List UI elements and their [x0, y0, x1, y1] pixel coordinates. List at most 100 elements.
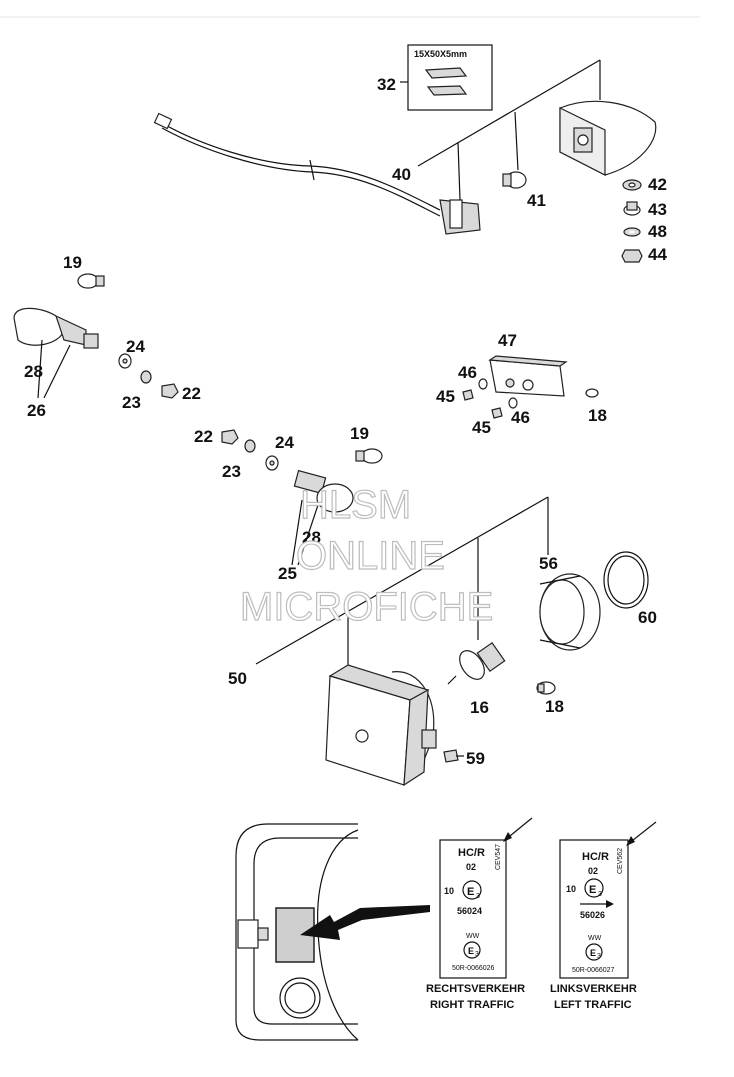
callout-19-b: 19 — [350, 424, 369, 443]
part-22-nut-b[interactable] — [221, 429, 239, 445]
part-50-headlight[interactable] — [325, 664, 437, 787]
watermark: HLSM ONLINE MICROFICHE — [239, 482, 494, 629]
callout-43: 43 — [648, 200, 667, 219]
label-left-cev: CEV562 — [617, 848, 624, 874]
part-42-rubber[interactable] — [622, 179, 642, 191]
callout-16: 16 — [470, 698, 489, 717]
label-left-e-sub: 3 — [598, 891, 602, 898]
part-60-seal-ring[interactable] — [603, 551, 649, 609]
callout-41: 41 — [527, 191, 546, 210]
part-32-pads[interactable]: 15X50X5mm — [400, 44, 493, 111]
headlight-leader-lines — [255, 496, 549, 668]
part-23-lockwasher-b[interactable] — [244, 439, 256, 453]
label-right-caption-2: RIGHT TRAFFIC — [430, 999, 514, 1011]
part-41-bulb[interactable] — [502, 171, 527, 189]
callout-26: 26 — [27, 401, 46, 420]
part-32-size-label: 15X50X5mm — [414, 49, 467, 59]
part-45-screw-a[interactable] — [462, 389, 474, 401]
callout-46-b: 46 — [511, 408, 530, 427]
label-left-caption-1: LINKSVERKEHR — [550, 983, 637, 995]
callout-22-a: 22 — [182, 384, 201, 403]
watermark-line-2: ONLINE — [296, 534, 445, 578]
label-right-10: 10 — [444, 886, 454, 896]
part-59-screw[interactable] — [443, 749, 464, 763]
part-46-washer-a[interactable] — [478, 378, 488, 390]
label-left-e2: E — [590, 948, 596, 958]
label-right-hcr: HC/R — [458, 847, 485, 859]
callout-28-b: 28 — [302, 528, 321, 547]
headlight-closeup — [235, 823, 430, 1041]
tail-light-wire-harness[interactable] — [153, 112, 481, 235]
label-left-hcr: HC/R — [582, 851, 609, 863]
label-left-small-code: 50R-0066027 — [572, 967, 615, 974]
right-arrow-icon — [606, 900, 614, 908]
label-left-code: 56026 — [580, 910, 605, 920]
label-right-cev: CEV547 — [495, 844, 502, 870]
callout-60: 60 — [638, 608, 657, 627]
label-right-e2-sub: 3 — [475, 951, 479, 958]
callout-24-a: 24 — [126, 337, 145, 356]
callout-40: 40 — [392, 165, 411, 184]
watermark-line-1: HLSM — [300, 483, 411, 527]
callout-56: 56 — [539, 554, 558, 573]
callout-45-a: 45 — [436, 387, 455, 406]
part-24-washer-b[interactable] — [265, 455, 279, 471]
label-right-e-sub: 3 — [476, 893, 480, 900]
label-left-10: 10 — [566, 884, 576, 894]
part-18-bulb-a[interactable] — [585, 388, 599, 398]
part-23-lockwasher-a[interactable] — [140, 370, 152, 384]
indicator-stem-front-right[interactable] — [293, 469, 354, 513]
label-left-ww: WW — [588, 935, 602, 942]
callout-32: 32 — [377, 75, 396, 94]
callout-44: 44 — [648, 245, 667, 264]
part-44-nut[interactable] — [621, 249, 643, 263]
label-left-e: E — [589, 884, 596, 896]
callout-19-a: 19 — [63, 253, 82, 272]
callout-42: 42 — [648, 175, 667, 194]
label-left-traffic: HC/R 02 CEV562 10 E 3 56026 WW E 3 50R-0… — [550, 821, 657, 1011]
callout-23-a: 23 — [122, 393, 141, 412]
part-24-washer-a[interactable] — [118, 353, 132, 369]
callout-18-a: 18 — [588, 406, 607, 425]
callout-22-b: 22 — [194, 427, 213, 446]
label-right-ww: WW — [466, 933, 480, 940]
license-plate-light[interactable] — [488, 355, 568, 397]
label-left-02: 02 — [588, 866, 598, 876]
label-right-02: 02 — [466, 862, 476, 872]
part-22-nut-a[interactable] — [161, 383, 179, 399]
callout-48: 48 — [648, 222, 667, 241]
indicator-leaders-b — [291, 499, 319, 566]
arrow-icon — [300, 905, 430, 940]
label-right-traffic: HC/R 02 CEV547 10 E 3 56024 WW E 3 50R-0… — [426, 817, 533, 1011]
part-43-bushing[interactable] — [623, 201, 641, 216]
part-45-screw-b[interactable] — [491, 407, 503, 419]
callout-23-b: 23 — [222, 462, 241, 481]
callout-59: 59 — [466, 749, 485, 768]
watermark-line-3: MICROFICHE — [240, 585, 493, 629]
tail-light-leader-lines — [417, 59, 601, 201]
part-48-washer[interactable] — [623, 227, 641, 237]
callout-47: 47 — [498, 331, 517, 350]
part-56-headlight-ring[interactable] — [539, 573, 601, 651]
part-18-bulb-b[interactable] — [536, 681, 556, 695]
callout-24-b: 24 — [275, 433, 294, 452]
part-46-washer-b[interactable] — [508, 397, 518, 409]
label-right-small-code: 50R-0066026 — [452, 965, 495, 972]
callout-18-b: 18 — [545, 697, 564, 716]
callout-46-a: 46 — [458, 363, 477, 382]
part-19-bulb-b[interactable] — [355, 448, 383, 464]
callout-45-b: 45 — [472, 418, 491, 437]
label-left-e2-sub: 3 — [597, 953, 601, 960]
label-left-caption-2: LEFT TRAFFIC — [554, 999, 632, 1011]
callout-50: 50 — [228, 669, 247, 688]
indicator-lens-front-left[interactable] — [13, 307, 99, 349]
label-right-caption-1: RECHTSVERKEHR — [426, 983, 525, 995]
callout-25: 25 — [278, 564, 297, 583]
callout-28-a: 28 — [24, 362, 43, 381]
indicator-leaders — [37, 339, 71, 399]
label-right-e2: E — [468, 946, 474, 956]
tail-light-housing[interactable] — [559, 100, 657, 176]
part-19-bulb-a[interactable] — [77, 273, 105, 289]
part-16-headlight-bulb[interactable] — [447, 641, 506, 685]
